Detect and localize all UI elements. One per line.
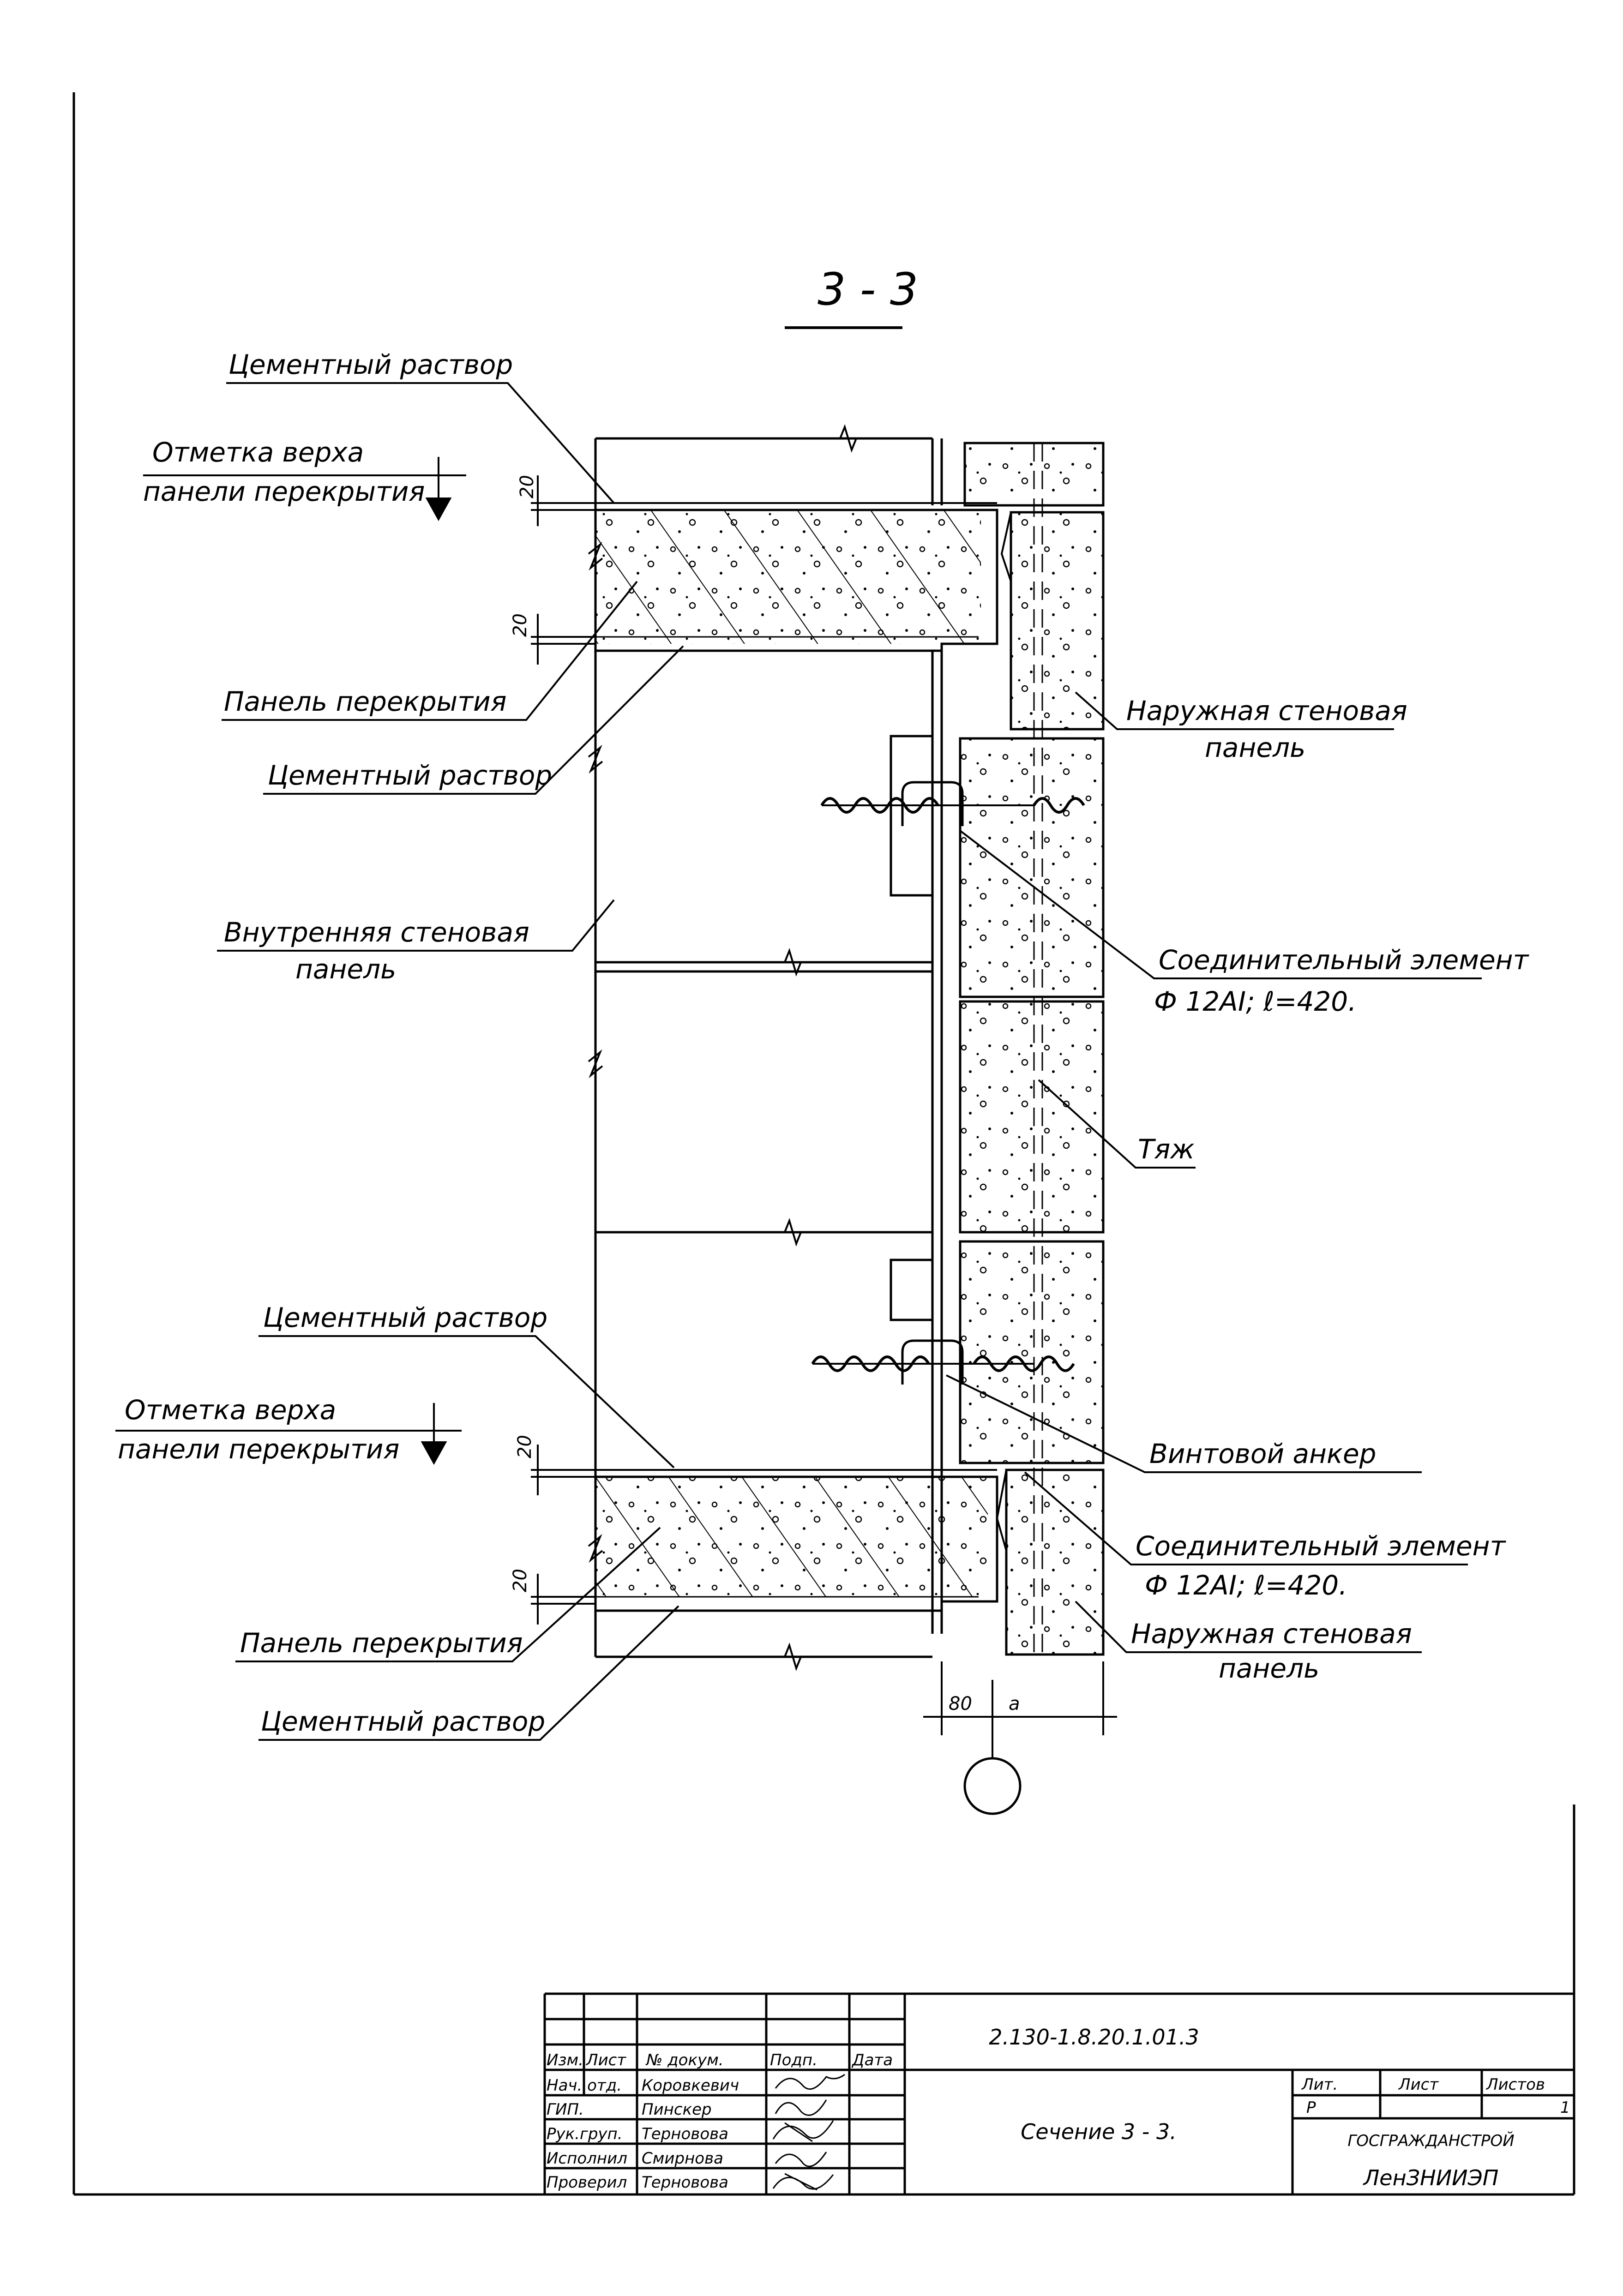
label-cement-mortar-3: Цементный раствор bbox=[263, 1302, 547, 1333]
tb-name-3: Смирнова bbox=[642, 2149, 723, 2168]
label-tie: Тяж bbox=[1138, 1133, 1195, 1165]
leader-lines bbox=[217, 382, 1482, 1741]
section-title: 3 - 3 bbox=[818, 264, 918, 315]
tb-org-1: ГОСГРАЖДАНСТРОЙ bbox=[1347, 2131, 1514, 2150]
label-screw-anchor: Винтовой анкер bbox=[1149, 1438, 1376, 1469]
tb-stage: Р bbox=[1306, 2098, 1316, 2117]
label-outer-panel-1b: панель bbox=[1205, 732, 1305, 763]
tb-header-izm: Изм. bbox=[547, 2051, 583, 2069]
dim-80: 80 bbox=[949, 1693, 972, 1715]
tb-header-list: Лист bbox=[585, 2051, 626, 2069]
tb-header-date: Дата bbox=[851, 2051, 893, 2069]
dim-a: a bbox=[1009, 1693, 1020, 1715]
tb-stage-label: Лит. bbox=[1301, 2075, 1338, 2094]
label-outer-panel-2a: Наружная стеновая bbox=[1131, 1618, 1412, 1649]
tb-name-2: Терновова bbox=[642, 2125, 728, 2143]
connection-node-lower bbox=[811, 1259, 1075, 1385]
label-cement-mortar-1: Цементный раствор bbox=[228, 349, 513, 380]
floor-slab-lower bbox=[595, 1469, 998, 1612]
signatures bbox=[772, 2074, 845, 2191]
label-top-mark-1a: Отметка верха bbox=[152, 437, 364, 468]
label-outer-panel-2b: панель bbox=[1219, 1653, 1319, 1684]
label-cement-mortar-2: Цементный раствор bbox=[268, 760, 552, 791]
tb-role-2: Рук.груп. bbox=[547, 2125, 623, 2143]
label-floor-panel-2: Панель перекрытия bbox=[240, 1627, 523, 1659]
label-connector-2b: Ф 12АI; ℓ=420. bbox=[1145, 1570, 1347, 1601]
level-marks bbox=[115, 457, 595, 1625]
tb-sheet-no: 1 bbox=[1560, 2098, 1570, 2117]
tb-role-0: Нач. отд. bbox=[547, 2076, 622, 2095]
label-connector-1b: Ф 12АI; ℓ=420. bbox=[1154, 986, 1357, 1017]
title-block bbox=[543, 1992, 1574, 2194]
label-floor-panel-1: Панель перекрытия bbox=[224, 686, 507, 717]
tb-header-doc-no: № докум. bbox=[645, 2051, 724, 2069]
tb-role-3: Исполнил bbox=[547, 2149, 627, 2168]
sheet-frame bbox=[72, 92, 1575, 2196]
bottom-dimension bbox=[923, 1661, 1117, 1758]
tb-designation: 2.130-1.8.20.1.01.3 bbox=[989, 2025, 1199, 2050]
tb-role-4: Проверил bbox=[547, 2173, 627, 2192]
dim-20-b: 20 bbox=[510, 613, 531, 637]
label-connector-2a: Соединительный элемент bbox=[1136, 1530, 1507, 1562]
dim-20-d: 20 bbox=[510, 1569, 531, 1592]
connection-node-upper bbox=[820, 735, 1085, 897]
tb-sheets-label: Листов bbox=[1485, 2075, 1545, 2094]
label-connector-1a: Соединительный элемент bbox=[1159, 944, 1530, 976]
label-top-mark-1b: панели перекрытия bbox=[143, 476, 425, 507]
tb-sheet-label: Лист bbox=[1398, 2075, 1439, 2094]
tb-sheet-title: Сечение 3 - 3. bbox=[1021, 2119, 1177, 2144]
tb-role-1: ГИП. bbox=[547, 2100, 584, 2119]
tb-name-1: Пинскер bbox=[642, 2100, 712, 2119]
tb-header-sign: Подп. bbox=[770, 2051, 818, 2069]
floor-slab-upper bbox=[595, 502, 998, 652]
label-top-mark-2b: панели перекрытия bbox=[118, 1433, 399, 1465]
label-inner-panel-b: панель bbox=[295, 953, 396, 985]
dim-20-c: 20 bbox=[514, 1435, 535, 1458]
label-outer-panel-1a: Наружная стеновая bbox=[1126, 695, 1407, 726]
axis-marker-circle bbox=[963, 1757, 1022, 1815]
tb-name-0: Коровкевич bbox=[642, 2076, 739, 2095]
label-inner-panel-a: Внутренняя стеновая bbox=[224, 917, 529, 948]
tb-name-4: Терновова bbox=[642, 2173, 728, 2192]
label-top-mark-2a: Отметка верха bbox=[125, 1394, 336, 1426]
outer-wall-panels bbox=[959, 442, 1105, 1656]
dim-20-a: 20 bbox=[517, 475, 538, 498]
tb-org-2: ЛенЗНИИЭП bbox=[1363, 2165, 1499, 2190]
label-cement-mortar-4: Цементный раствор bbox=[261, 1706, 545, 1737]
